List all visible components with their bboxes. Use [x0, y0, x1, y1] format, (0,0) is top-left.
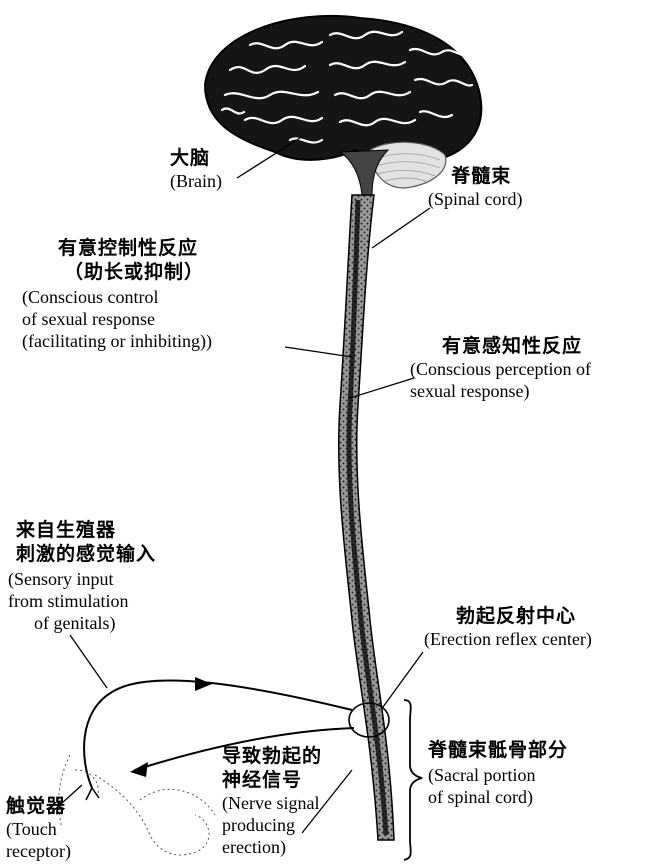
conscious-perception-en-line2: sexual response) — [410, 380, 591, 402]
nerve-signal-arrow-icon — [130, 762, 148, 777]
sacral-portion-en-line2: of spinal cord) — [428, 786, 568, 808]
conscious-perception-label: 有意感知性反应 (Conscious perception of sexual … — [410, 334, 591, 402]
erection-reflex-leader-line — [383, 652, 423, 707]
erection-reflex-label: 勃起反射中心 (Erection reflex center) — [424, 604, 592, 650]
conscious-control-en-line3: (facilitating or inhibiting)) — [22, 330, 212, 352]
touch-receptor-label: 触觉器 (Touch receptor) — [6, 794, 71, 862]
spinal-cord-label-zh: 脊髓束 — [440, 164, 522, 188]
sensory-input-zh-line1: 来自生殖器 — [16, 518, 156, 542]
nerve-signal-label: 导致勃起的 神经信号 (Nerve signal producing erect… — [222, 744, 322, 858]
sensory-input-en-line2: from stimulation — [8, 590, 156, 612]
nerve-signal-en-line1: (Nerve signal — [222, 792, 322, 814]
nerve-signal-en-line2: producing — [222, 814, 322, 836]
sensory-input-en-line1: (Sensory input — [8, 568, 156, 590]
conscious-control-leader-line — [285, 347, 352, 357]
brain-label-zh: 大脑 — [170, 146, 222, 170]
conscious-control-zh-line2: （助长或抑制） — [64, 260, 212, 284]
nerve-signal-zh-line1: 导致勃起的 — [222, 744, 322, 768]
conscious-perception-zh: 有意感知性反应 — [442, 334, 591, 358]
erection-reflex-en: (Erection reflex center) — [424, 628, 592, 650]
conscious-control-label: 有意控制性反应 （助长或抑制） (Conscious control of se… — [22, 236, 212, 352]
sensory-input-leader-line — [70, 635, 107, 688]
sacral-portion-en-line1: (Sacral portion — [428, 764, 568, 786]
sensory-arrow-icon — [195, 677, 212, 691]
erection-reflex-zh: 勃起反射中心 — [456, 604, 592, 628]
spinal-cord-label: 脊髓束 (Spinal cord) — [440, 164, 522, 210]
sacral-portion-zh: 脊髓束骶骨部分 — [428, 738, 568, 762]
spinal-cord-label-en: (Spinal cord) — [428, 188, 522, 210]
sensory-input-en-line3: of genitals) — [34, 612, 156, 634]
conscious-perception-en-line1: (Conscious perception of — [410, 358, 591, 380]
sacral-bracket — [404, 700, 422, 860]
spinal-cord-leader-line — [372, 208, 430, 248]
brain-label-en: (Brain) — [170, 170, 222, 192]
conscious-control-en-line2: of sexual response — [22, 308, 212, 330]
touch-receptor-zh: 触觉器 — [6, 794, 71, 818]
brain-label: 大脑 (Brain) — [170, 146, 222, 192]
sensory-input-label: 来自生殖器 刺激的感觉输入 (Sensory input from stimul… — [8, 518, 156, 634]
nerve-signal-zh-line2: 神经信号 — [222, 768, 322, 792]
touch-receptor-en-line2: receptor) — [6, 840, 71, 862]
conscious-control-en-line1: (Conscious control — [22, 286, 212, 308]
nerve-signal-en-line3: erection) — [222, 836, 322, 858]
conscious-control-zh-line1: 有意控制性反应 — [58, 236, 212, 260]
spinal-cord-illustration — [339, 195, 394, 840]
touch-receptor-en-line1: (Touch — [6, 818, 71, 840]
sacral-portion-label: 脊髓束骶骨部分 (Sacral portion of spinal cord) — [428, 738, 568, 808]
sensory-input-zh-line2: 刺激的感觉输入 — [16, 542, 156, 566]
